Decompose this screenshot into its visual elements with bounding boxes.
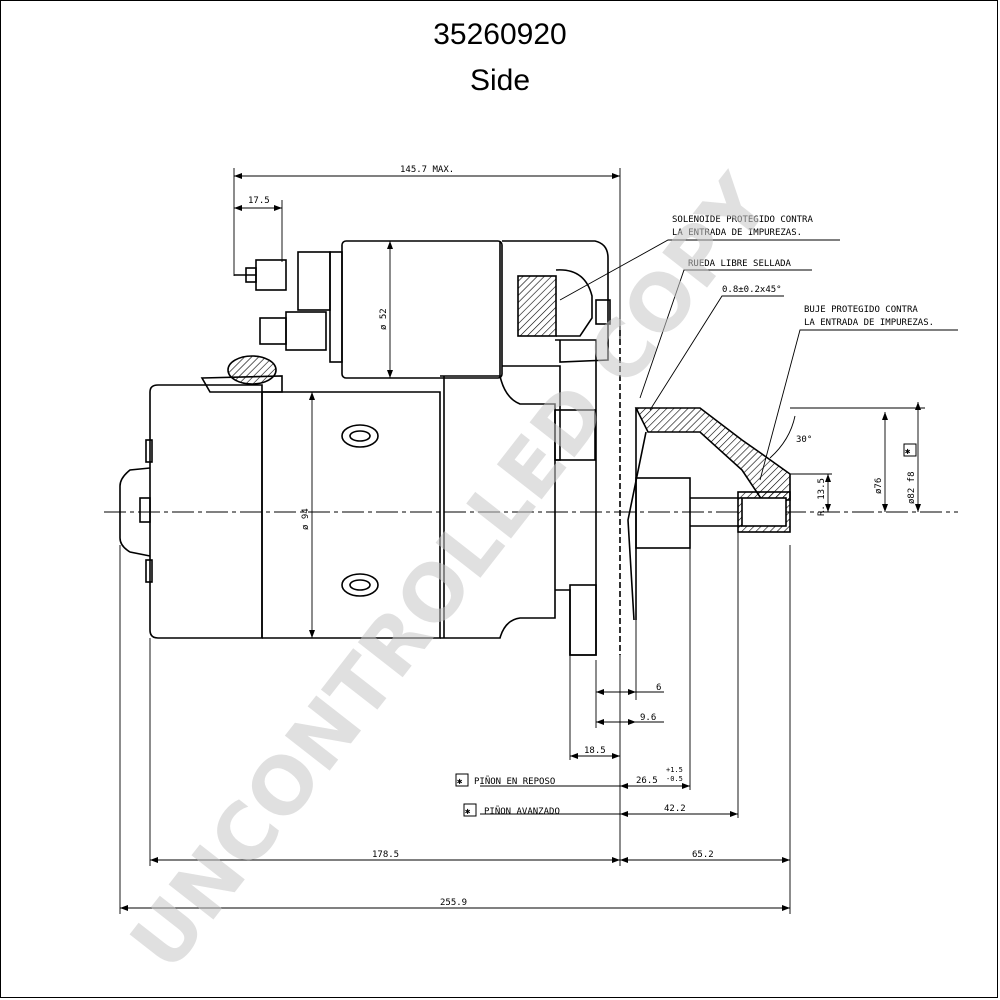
asterisk-advanced: ✱ <box>465 807 471 817</box>
dim-terminal-offset: 17.5 <box>248 196 270 206</box>
note-freewheel: RUEDA LIBRE SELLADA <box>688 259 792 269</box>
starter-motor-outline <box>119 330 621 656</box>
note-solenoid-line2: LA ENTRADA DE IMPUREZAS. <box>672 228 802 238</box>
dimension-lines <box>119 168 958 914</box>
dim-angle: 30° <box>796 435 812 445</box>
asterisk-box-advanced <box>463 803 477 817</box>
dim-65-2: 65.2 <box>692 850 714 860</box>
asterisk-flange: ✱ <box>905 447 911 457</box>
asterisk-box-flange <box>903 443 917 457</box>
uncontrolled-copy-watermark: UNCONTROLLED COPY <box>114 159 788 987</box>
asterisk-rest: ✱ <box>457 777 463 787</box>
solenoid-outline <box>200 240 611 461</box>
asterisk-box-rest <box>455 773 469 787</box>
dim-255-9: 255.9 <box>440 898 467 908</box>
note-pinion-rest: PIÑON EN REPOSO <box>474 776 555 787</box>
dim-flange-diameter-76: ø76 <box>874 478 884 494</box>
dim-9-6: 9.6 <box>640 713 656 723</box>
note-bushing-line2: LA ENTRADA DE IMPUREZAS. <box>804 318 934 328</box>
dim-flange-diameter-82: ø82 f8 <box>907 471 917 504</box>
dim-26-5: 26.5 <box>636 776 658 786</box>
note-pinion-advanced: PIÑON AVANZADO <box>484 806 560 817</box>
note-bushing-line1: BUJE PROTEGIDO CONTRA <box>804 305 918 315</box>
dim-tolerance-minus: -0.5 <box>666 775 683 783</box>
dim-178-5: 178.5 <box>372 850 399 860</box>
dim-tolerance-plus: +1.5 <box>666 766 683 774</box>
drive-end-housing <box>627 407 791 621</box>
dim-solenoid-diameter: ø 52 <box>379 308 389 330</box>
dim-18-5: 18.5 <box>584 746 606 756</box>
dim-radius: R. 13.5 <box>817 478 827 516</box>
dim-6: 6 <box>656 683 661 693</box>
note-solenoid-line1: SOLENOIDE PROTEGIDO CONTRA <box>672 215 813 225</box>
view-label: Side <box>469 64 531 97</box>
note-chamfer: 0.8±0.2x45° <box>722 285 782 295</box>
dim-max-length: 145.7 MAX. <box>400 165 454 175</box>
dim-42-2: 42.2 <box>664 804 686 814</box>
part-number-title: 35260920 <box>433 18 567 51</box>
dim-motor-diameter: ø 94 <box>301 508 311 530</box>
